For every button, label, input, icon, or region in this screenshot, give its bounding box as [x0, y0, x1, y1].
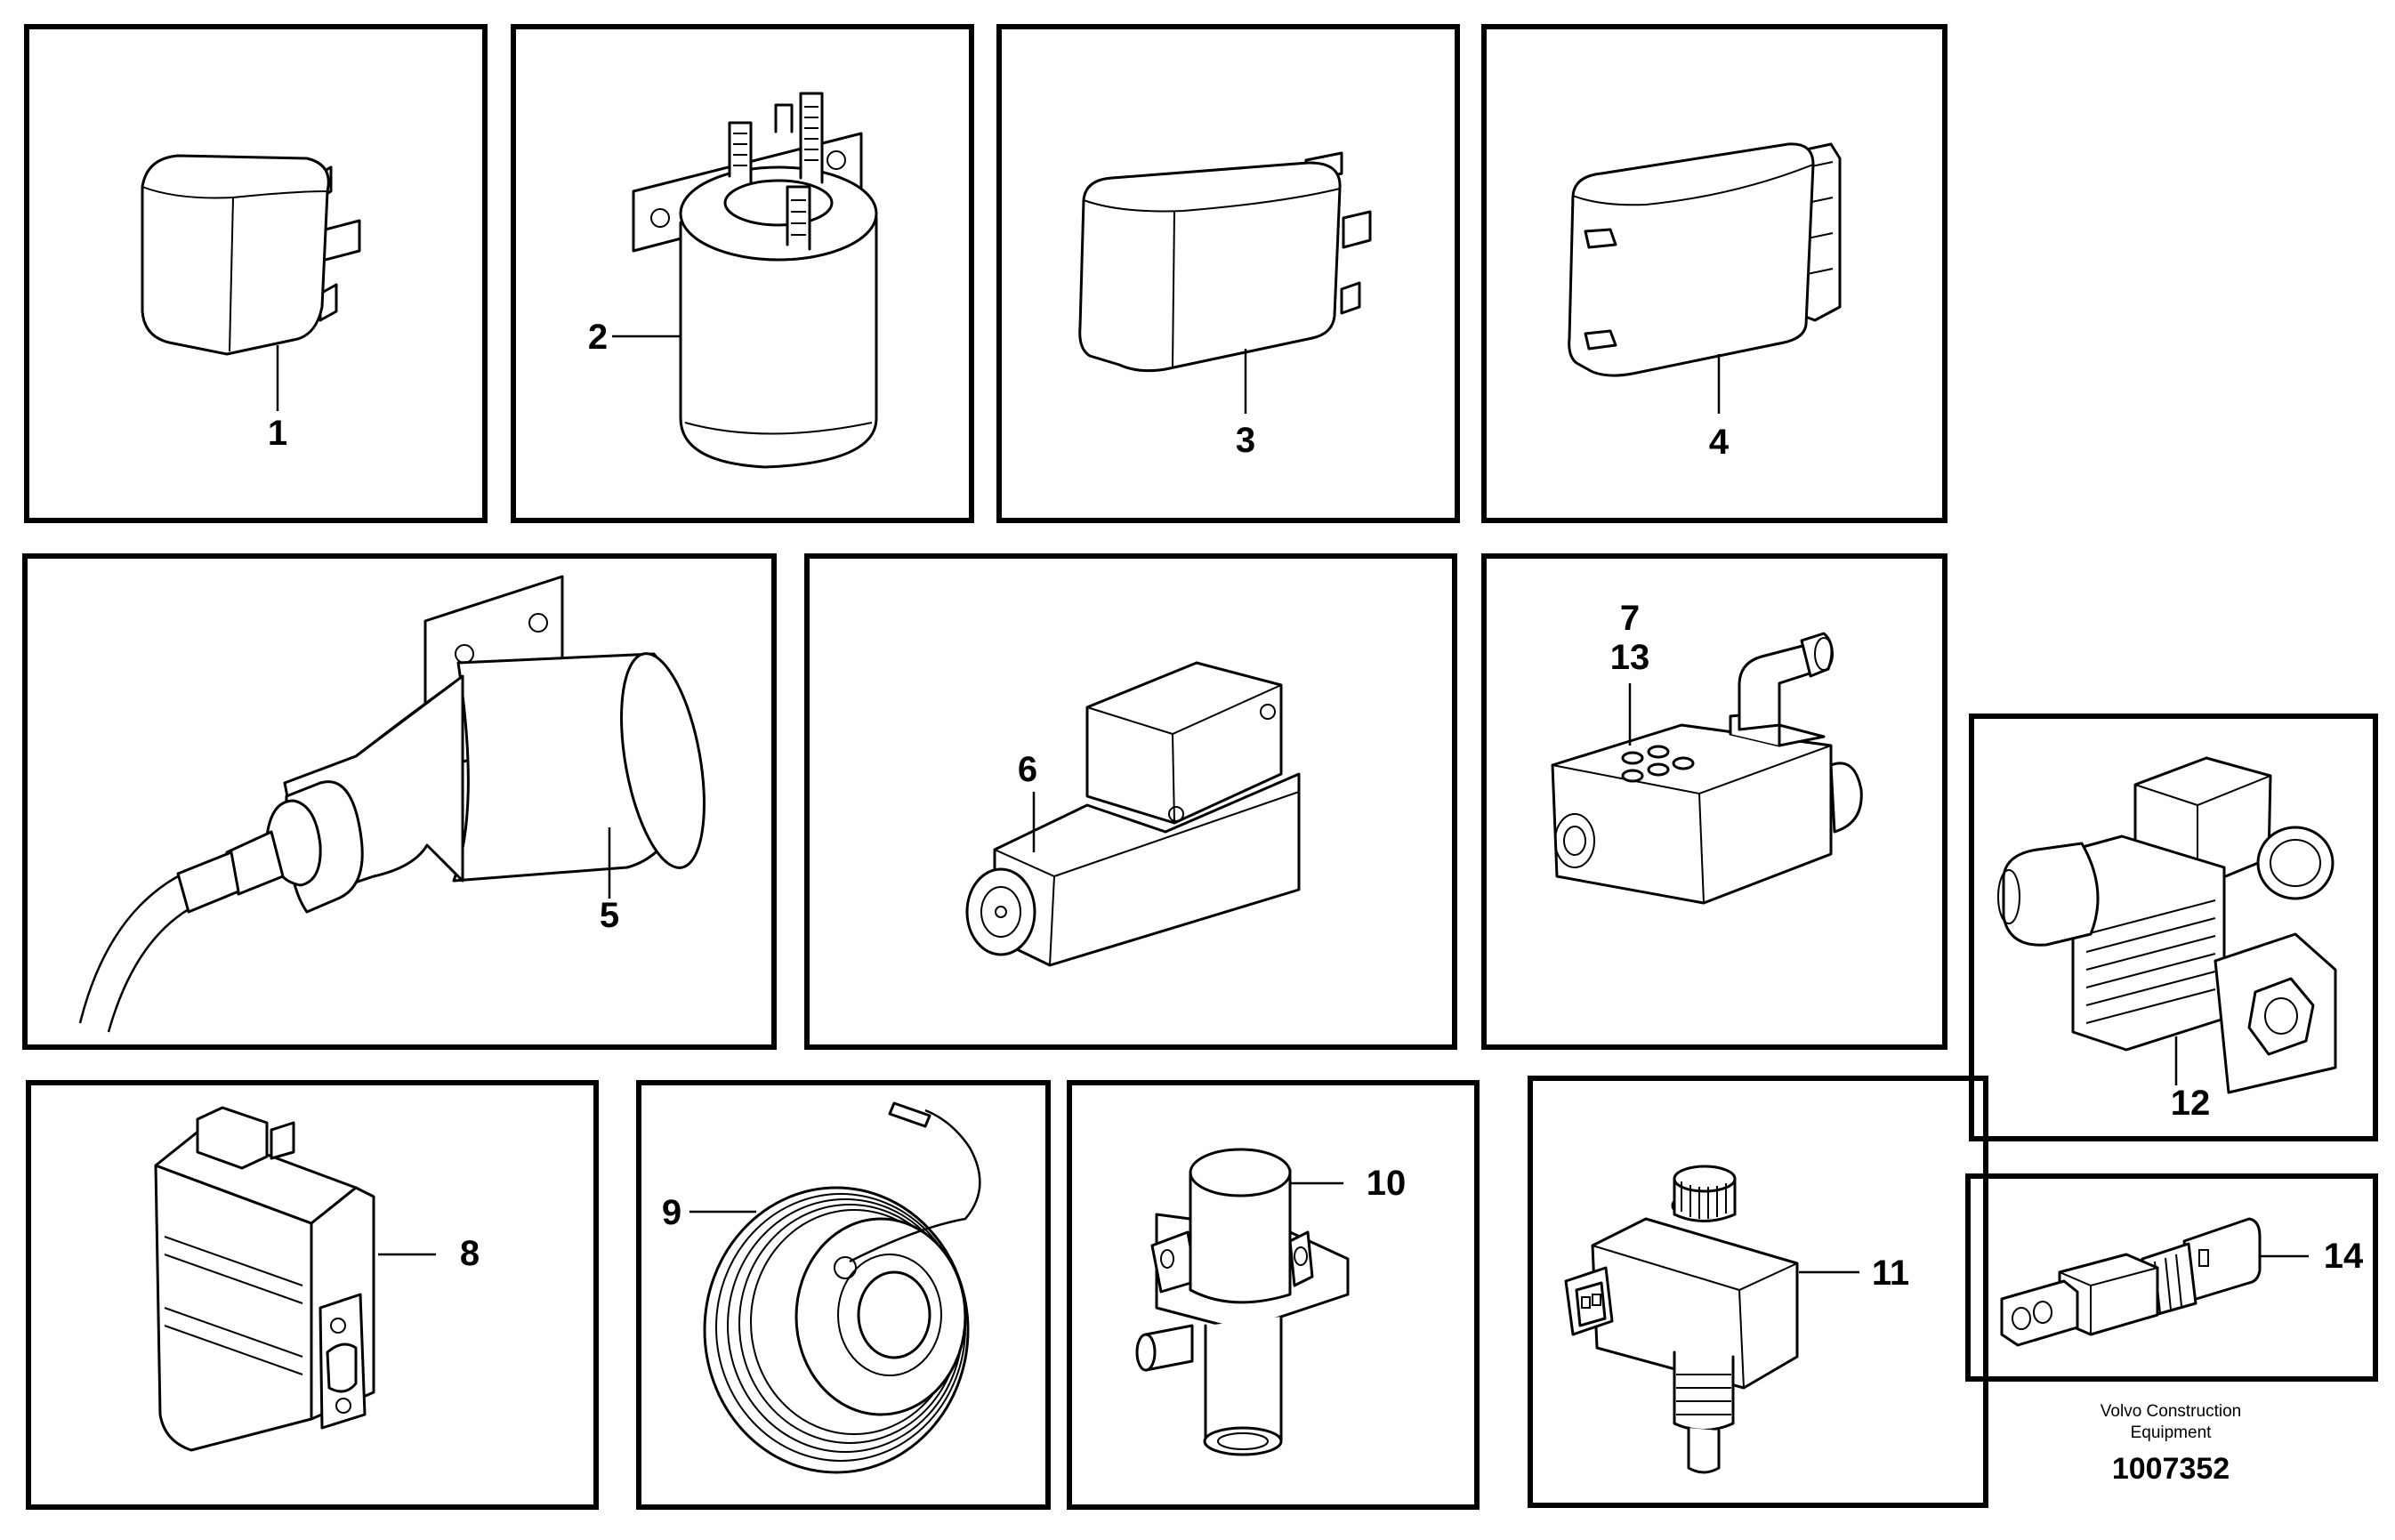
- temperature-sender-drawing: [2000, 1217, 2262, 1347]
- callout-6: 6: [1018, 750, 1037, 789]
- relay-box-drawing: [1078, 151, 1372, 373]
- panel-6: 6: [804, 553, 1457, 1050]
- document-number: 1007352: [2112, 1452, 2230, 1486]
- pressure-switch-drawing: [965, 661, 1301, 967]
- connector-module-drawing: [154, 1106, 375, 1452]
- callout-2: 2: [588, 318, 608, 357]
- brand-line-1: Volvo Construction: [2101, 1402, 2241, 1421]
- canister-drawing: [632, 92, 878, 469]
- callout-3: 3: [1236, 421, 1255, 460]
- panel-3: 3: [996, 24, 1460, 523]
- callout-8: 8: [460, 1234, 480, 1273]
- panel-4: 4: [1481, 24, 1947, 523]
- panel-2: 2: [511, 24, 974, 523]
- panel-8: 8: [26, 1080, 599, 1510]
- footer-credits: Volvo Construction Equipment 1007352: [2101, 1402, 2241, 1486]
- solenoid-block-drawing: [1551, 632, 1863, 905]
- callout-5: 5: [600, 896, 619, 935]
- sensor-drawing: [78, 575, 706, 1033]
- panel-5: 5: [22, 553, 777, 1050]
- panel-1: 1: [24, 24, 488, 523]
- relay-drawing: [141, 154, 361, 356]
- callout-12: 12: [2171, 1084, 2211, 1123]
- callout-4: 4: [1709, 423, 1730, 462]
- callout-10: 10: [1367, 1164, 1407, 1203]
- solenoid-valve-drawing: [1135, 1148, 1350, 1456]
- valve-fitting-drawing: [1997, 756, 2337, 1094]
- callout-9: 9: [662, 1193, 681, 1232]
- callout-14: 14: [2324, 1237, 2364, 1276]
- callout-7: 7: [1620, 599, 1640, 638]
- callout-1: 1: [268, 414, 287, 453]
- callout-13: 13: [1610, 638, 1650, 677]
- panel-9: 9: [636, 1080, 1051, 1510]
- panel-11: 11: [1528, 1076, 1988, 1508]
- panel-14: 14: [1965, 1173, 2378, 1382]
- callout-11: 11: [1872, 1254, 1909, 1293]
- pulley-drawing: [703, 1101, 981, 1474]
- panel-12: 12: [1969, 714, 2378, 1141]
- solenoid-coil-drawing: [1564, 1165, 1799, 1474]
- panel-7-13: 7 13: [1481, 553, 1947, 1050]
- panel-10: 10: [1067, 1080, 1480, 1510]
- module-drawing: [1568, 142, 1842, 377]
- brand-line-2: Equipment: [2131, 1423, 2213, 1442]
